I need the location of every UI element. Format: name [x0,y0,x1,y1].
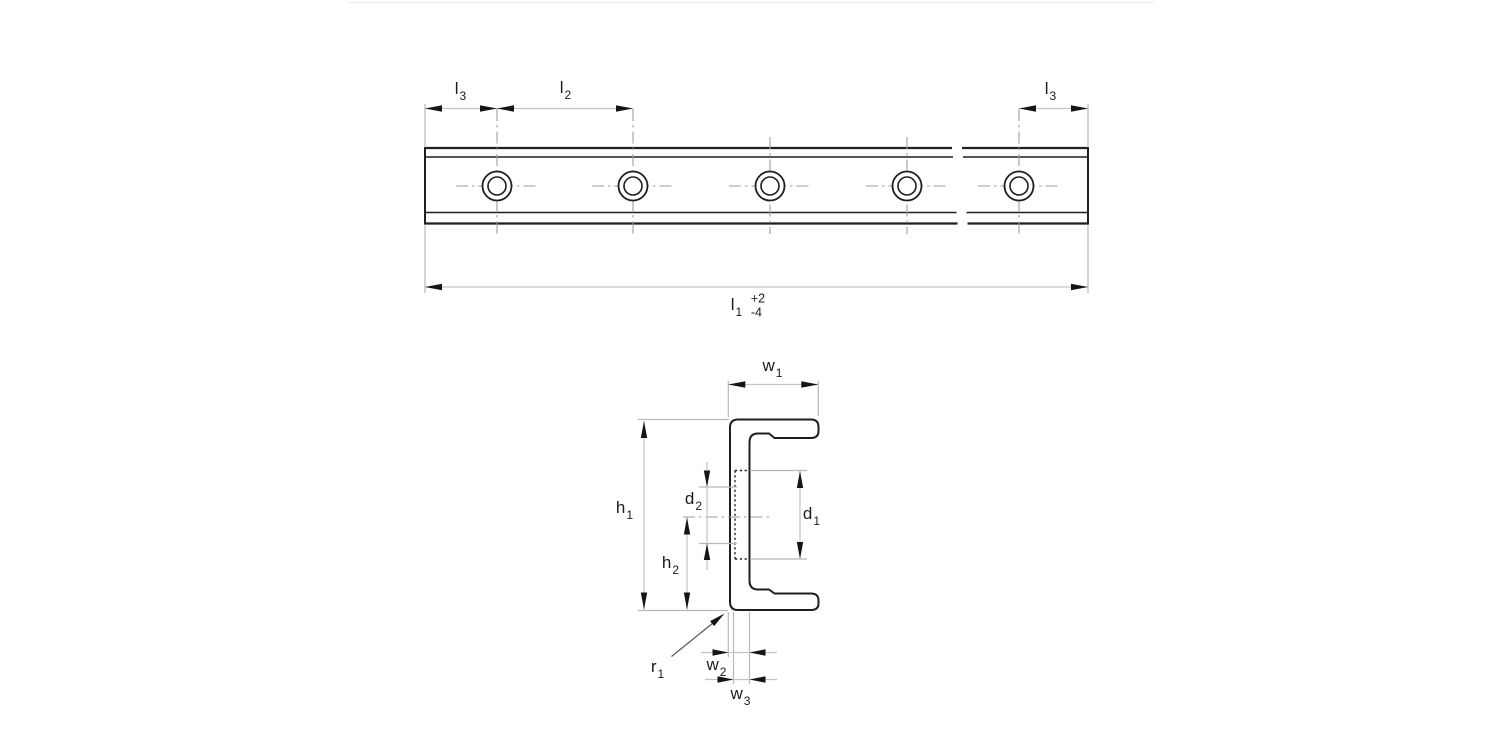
section-extension-lines [638,381,819,684]
l3-right-arrow-west [1019,105,1036,112]
mounting-hole-1 [481,170,513,202]
rail-profile-outline [729,418,820,611]
mounting-hole-2 [617,170,649,202]
d1-arrow-north [796,471,804,488]
w2-arrow-left [749,649,766,656]
top-view-dimension-arrows [425,105,1088,291]
d1-arrow-south [796,542,804,559]
rail-body [424,146,1089,225]
l3-left-arrow-east [480,105,497,112]
top-view [424,104,1089,293]
top-view-extension-lines [424,104,1089,293]
top-view-dimension-lines [425,107,1088,288]
hidden-counterbore-lines [734,469,750,560]
page-border [348,2,1154,3]
l1-arrow-east [1071,283,1088,291]
w1-arrow-west [728,381,746,388]
hole3-bore-circle [760,176,780,196]
h2-arrow-south [683,592,691,610]
hole1-bore-circle [487,176,507,196]
mounting-hole-3 [754,170,786,202]
w2-arrow-right [712,649,729,656]
section-dimension-arrows [640,381,819,683]
h1-arrow-south [640,592,648,610]
d2-arrow-up [703,543,711,560]
h1-arrow-north [640,421,648,438]
l1-arrow-west [425,283,442,291]
section-view [638,381,820,684]
l3-left-arrow-west [425,105,442,112]
w1-arrow-east [801,381,819,388]
l2-arrow-west [497,105,514,112]
r1-leader-arrow [710,613,725,627]
mounting-holes [481,170,1035,202]
hole-centerlines [456,109,1060,234]
l3-right-arrow-east [1071,105,1088,112]
h2-arrow-north [683,517,691,535]
hole2-bore-circle [623,176,643,196]
hole5-bore-circle [1009,176,1029,196]
w3-arrow-left [749,676,766,683]
mounting-hole-4 [891,170,923,202]
mounting-hole-5 [1003,170,1035,202]
l2-arrow-east [616,105,633,112]
hole4-bore-circle [897,176,917,196]
w3-arrow-right [717,676,734,683]
d2-arrow-down [703,470,711,487]
